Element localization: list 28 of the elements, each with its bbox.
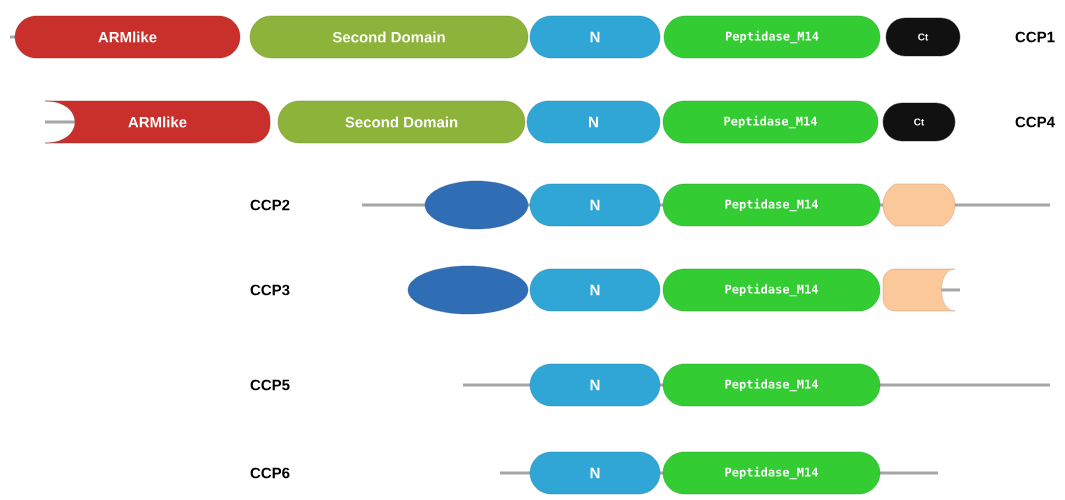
domain-pill: Peptidase_M14 [662, 451, 881, 495]
domain-pill: Peptidase_M14 [662, 183, 881, 227]
domain-ellipse [424, 180, 529, 230]
domain-pill: N [529, 451, 661, 495]
domain-box [882, 183, 956, 227]
domain-pill: Second Domain [277, 100, 526, 144]
domain-pill: ARMlike [44, 100, 271, 144]
domain-ellipse [407, 265, 529, 315]
domain-box [882, 268, 956, 312]
domain-pill: N [529, 15, 661, 59]
protein-label: CCP3 [250, 284, 290, 296]
domain-pill: N [526, 100, 661, 144]
protein-label: CCP4 [1015, 116, 1055, 128]
protein-label: CCP2 [250, 199, 290, 211]
domain-pill: N [529, 183, 661, 227]
domain-pill: Peptidase_M14 [663, 15, 881, 59]
domain-pill: Peptidase_M14 [662, 100, 879, 144]
protein-label: CCP6 [250, 467, 290, 479]
domain-pill: N [529, 268, 661, 312]
domain-pill: ARMlike [14, 15, 241, 59]
protein-label: CCP5 [250, 379, 290, 391]
domain-pill: Peptidase_M14 [662, 268, 881, 312]
protein-label: CCP1 [1015, 31, 1055, 43]
domain-pill: Second Domain [249, 15, 529, 59]
domain-pill: Ct [882, 102, 956, 142]
domain-pill: N [529, 363, 661, 407]
domain-pill: Peptidase_M14 [662, 363, 881, 407]
domain-pill: Ct [885, 17, 961, 57]
